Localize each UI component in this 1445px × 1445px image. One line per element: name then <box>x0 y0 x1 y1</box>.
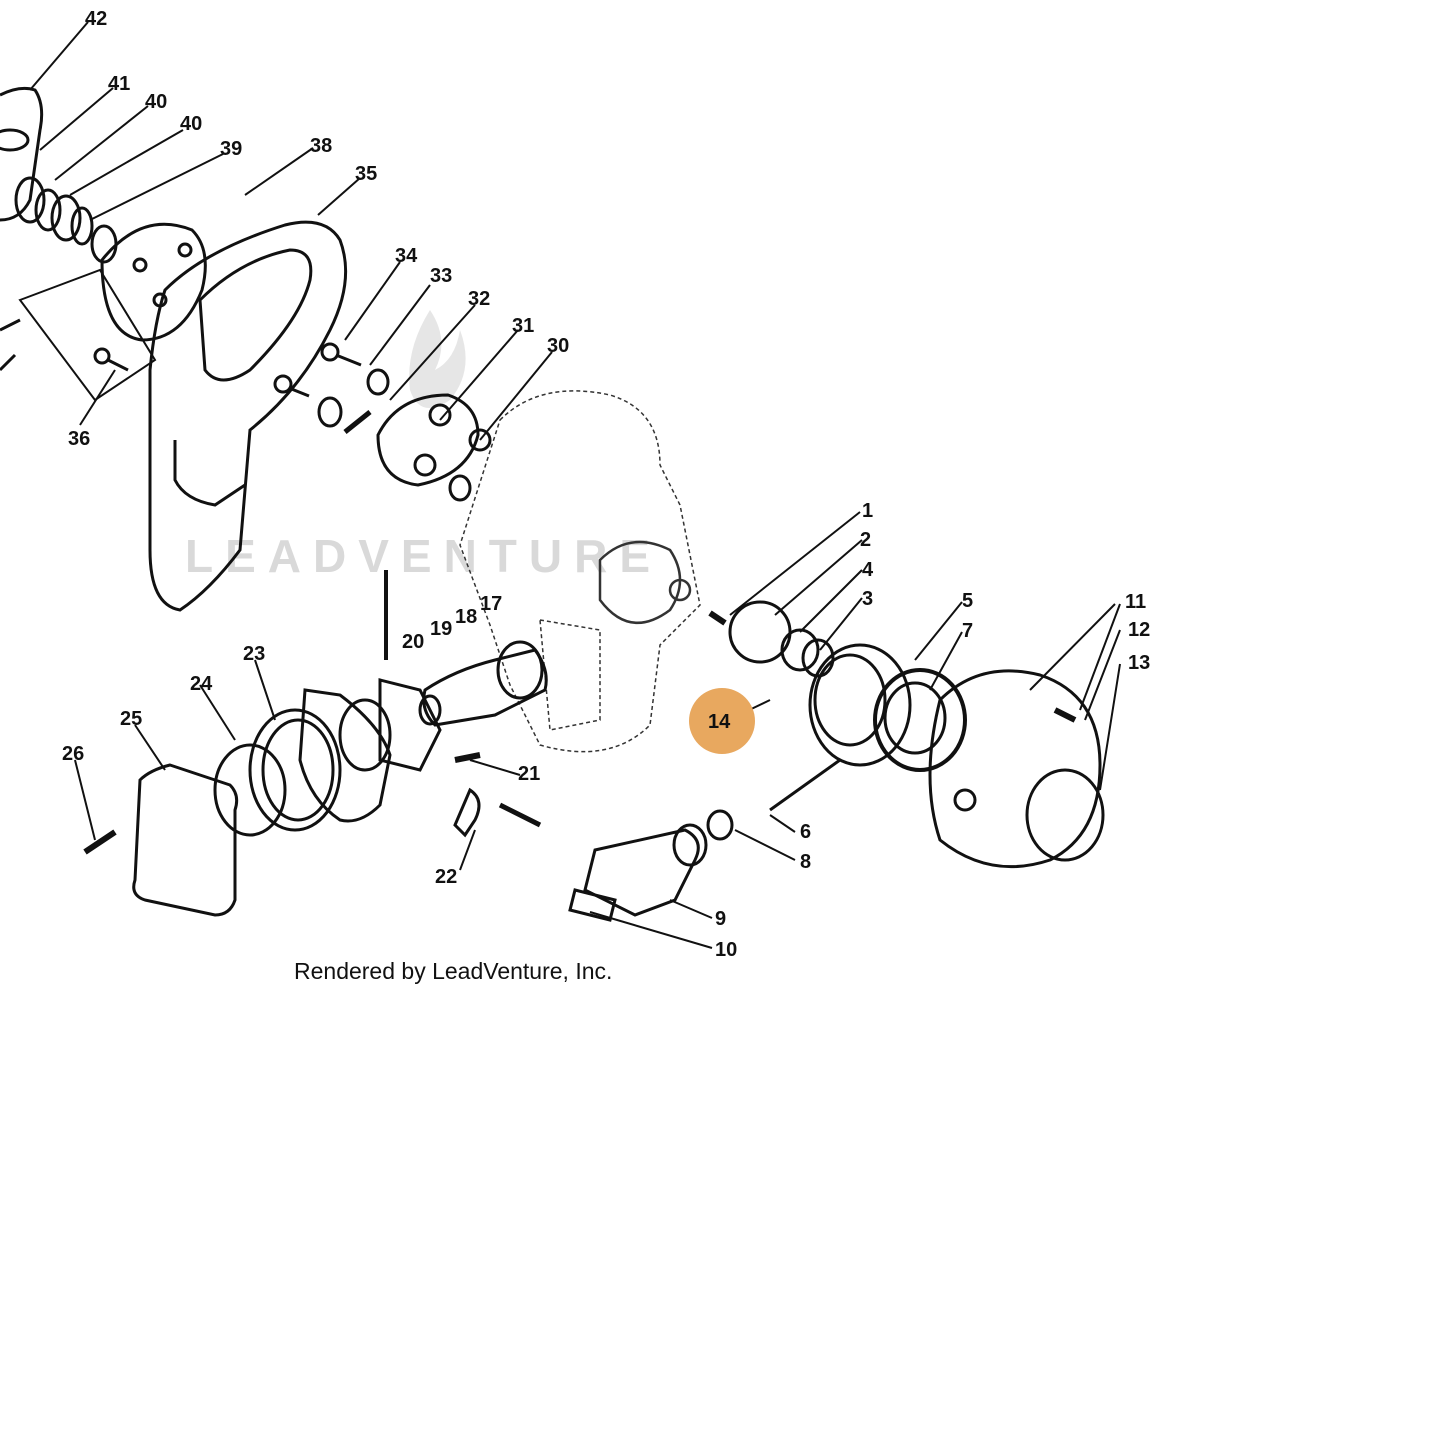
part-label-3: 3 <box>862 588 873 610</box>
part-label-1: 1 <box>862 500 873 522</box>
watermark: LEADVENTURE <box>185 310 662 582</box>
part-label-9: 9 <box>715 908 726 930</box>
part-label-8: 8 <box>800 851 811 873</box>
part-label-7: 7 <box>962 620 973 642</box>
part-label-20: 20 <box>402 631 424 653</box>
part-label-35: 35 <box>355 163 377 185</box>
part-label-24: 24 <box>190 673 213 695</box>
part-label-17: 17 <box>480 593 502 615</box>
part-label-13: 13 <box>1128 652 1150 674</box>
part-label-10: 10 <box>715 939 737 961</box>
highlight-circle <box>689 688 755 754</box>
part-label-2: 2 <box>860 529 871 551</box>
part-label-34: 34 <box>395 245 418 267</box>
part-label-18: 18 <box>455 606 477 628</box>
part-label-5: 5 <box>962 590 973 612</box>
clutch-housing-assembly <box>0 86 348 612</box>
part-label-6: 6 <box>800 821 811 843</box>
engine-block <box>459 390 701 753</box>
part-label-25: 25 <box>120 708 142 730</box>
part-label-30: 30 <box>547 335 569 357</box>
part-label-26: 26 <box>62 743 84 765</box>
part-label-41: 41 <box>108 73 130 95</box>
leader-lines <box>29 21 1121 949</box>
part-label-33: 33 <box>430 265 452 287</box>
recoil-starter-assembly <box>568 600 1105 922</box>
watermark-text: LEADVENTURE <box>185 530 662 582</box>
bolts-washers-upper <box>93 342 492 502</box>
part-label-19: 19 <box>430 618 452 640</box>
credit-text: Rendered by LeadVenture, Inc. <box>294 958 613 984</box>
part-labels: 42 41 40 40 39 38 35 34 33 32 31 30 36 1… <box>62 8 1150 961</box>
highlighted-callout-14[interactable]: 14 <box>689 688 755 754</box>
part-label-11: 11 <box>1125 591 1146 613</box>
part-label-32: 32 <box>468 288 490 310</box>
part-label-36: 36 <box>68 428 90 450</box>
part-label-40b: 40 <box>180 113 202 135</box>
part-label-22: 22 <box>435 866 457 888</box>
part-label-40a: 40 <box>145 91 167 113</box>
part-label-31: 31 <box>512 315 534 337</box>
part-label-12: 12 <box>1128 619 1150 641</box>
part-label-23: 23 <box>243 643 265 665</box>
part-label-4: 4 <box>862 559 874 581</box>
part-label-21: 21 <box>518 763 540 785</box>
part-label-42: 42 <box>85 8 107 30</box>
part-label-39: 39 <box>220 138 242 160</box>
highlight-label: 14 <box>708 711 731 733</box>
part-label-38: 38 <box>310 135 332 157</box>
